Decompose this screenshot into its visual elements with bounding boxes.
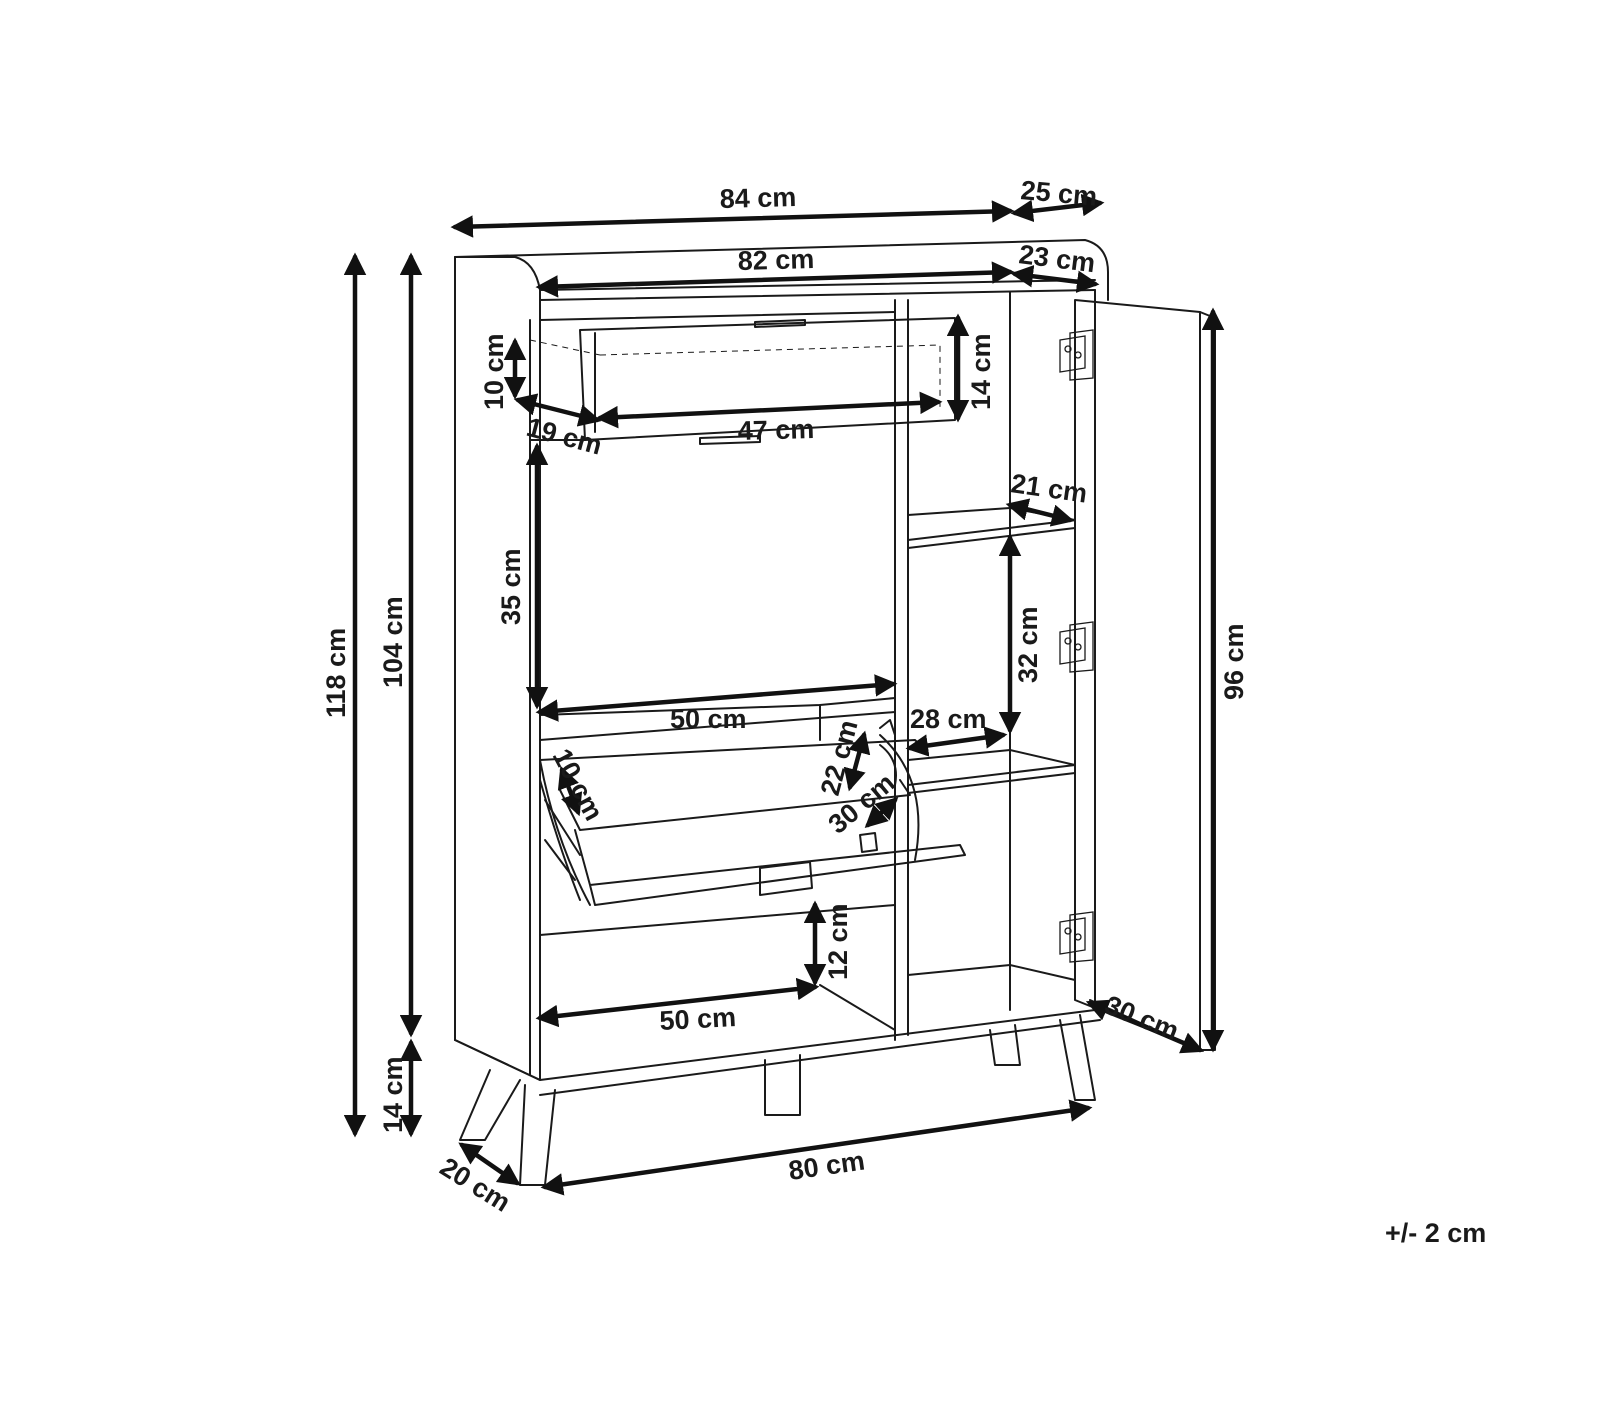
label-door-height: 96 cm <box>1219 623 1249 700</box>
label-left-compartment-height: 35 cm <box>496 548 526 625</box>
label-bottom-compartment-width: 50 cm <box>659 1002 737 1036</box>
label-inner-depth: 23 cm <box>1017 239 1097 278</box>
cabinet-legs <box>459 1014 1096 1186</box>
label-drawer-height: 14 cm <box>966 333 996 410</box>
label-shelf-depth: 21 cm <box>1009 468 1089 508</box>
tolerance-note: +/- 2 cm <box>1385 1218 1486 1248</box>
label-drawer-width: 47 cm <box>737 414 814 446</box>
label-bottom-compartment-height: 12 cm <box>823 903 853 980</box>
label-total-width: 84 cm <box>719 182 796 214</box>
label-drawer-inner-height: 10 cm <box>479 333 509 410</box>
label-leg-height: 14 cm <box>378 1056 408 1133</box>
dimension-arrows <box>343 193 1225 1196</box>
label-door-width: 30 cm <box>1101 990 1183 1046</box>
label-body-height: 104 cm <box>378 596 408 688</box>
label-right-compartment-height: 32 cm <box>1013 606 1043 683</box>
label-total-depth: 25 cm <box>1019 175 1098 212</box>
hinge-icon <box>1059 329 1094 963</box>
label-inner-width: 82 cm <box>737 244 814 276</box>
label-right-compartment-width: 28 cm <box>910 704 987 734</box>
label-total-height: 118 cm <box>321 628 351 718</box>
label-leg-depth: 20 cm <box>435 1152 516 1218</box>
label-left-compartment-width: 50 cm <box>670 704 747 734</box>
